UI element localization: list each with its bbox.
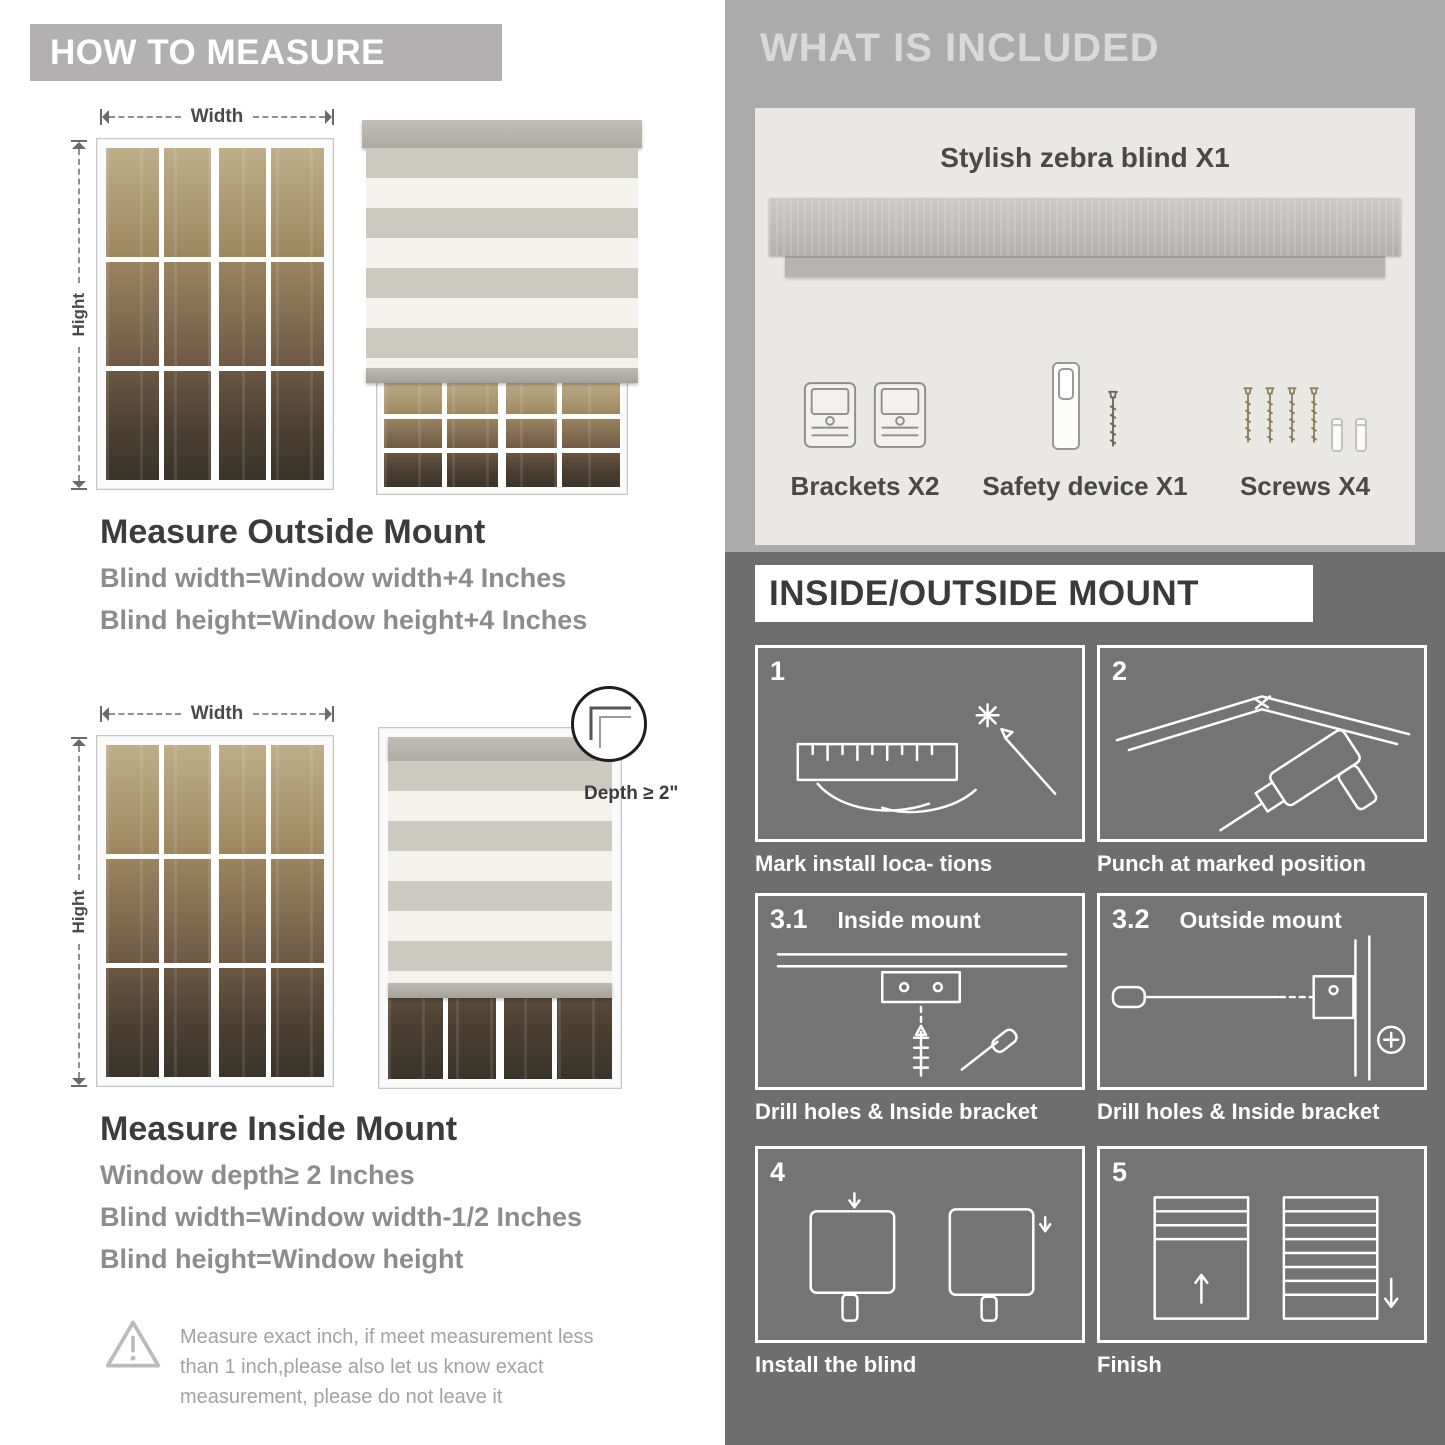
blind-bottom-rail: [388, 983, 612, 998]
mount-instructions-section: INSIDE/OUTSIDE MOUNT 1 Mark i: [725, 552, 1445, 1445]
arrow-down-icon: [72, 1078, 86, 1085]
step-title: Outside mount: [1179, 907, 1342, 933]
screw-icon: [1287, 387, 1297, 443]
screw-icon: [1243, 387, 1253, 443]
what-is-included-header: WHAT IS INCLUDED: [760, 26, 1160, 70]
included-item-screws: Screws X4: [1195, 326, 1415, 502]
arrow-end-tick: [332, 109, 334, 125]
step-number: 4: [770, 1157, 786, 1187]
height-label: Hight: [69, 890, 88, 934]
measure-inside-title: Measure Inside Mount: [100, 1110, 458, 1148]
width-label: Width: [190, 106, 244, 127]
screws-label: Screws X4: [1239, 471, 1371, 501]
arrow-up-icon: [72, 142, 86, 149]
bracket-icon: [803, 382, 857, 448]
how-to-measure-title: HOW TO MEASURE: [50, 32, 385, 72]
blind-headrail: [362, 120, 642, 148]
step-number: 5: [1112, 1157, 1128, 1187]
included-panel: Stylish zebra blind X1: [755, 108, 1415, 545]
window-illustration-outside: [96, 138, 334, 490]
arrow-up-icon: [72, 739, 86, 746]
step-1: 1 Mark install loca- tions: [755, 645, 1085, 877]
step-number: 1: [770, 656, 786, 686]
width-label: Width: [190, 703, 244, 724]
zebra-stripes: [388, 761, 612, 983]
arrow-end-tick: [100, 109, 102, 125]
outside-bracket-illustration: [1111, 935, 1406, 1081]
mark-location-illustration: [796, 703, 1057, 814]
outside-formula-height: Blind height=Window height+4 Inches: [100, 605, 588, 635]
arrow-left-icon: [102, 707, 109, 721]
measure-outside-title: Measure Outside Mount: [100, 513, 486, 551]
step-5: 5 Finish: [1097, 1146, 1427, 1378]
blind-illustration-inside: [378, 727, 622, 1089]
step-2: 2 Punch at marked position: [1097, 645, 1427, 877]
inside-formula-depth: Window depth≥ 2 Inches: [100, 1160, 415, 1190]
height-label: Hight: [69, 293, 88, 337]
how-to-measure-header: HOW TO MEASURE: [30, 24, 502, 81]
step-caption: Drill holes & Inside bracket: [755, 1099, 1038, 1124]
included-items: Brackets X2: [755, 326, 1415, 502]
install-blind-illustration: [809, 1192, 1052, 1322]
bracket-icon: [873, 382, 927, 448]
arrow-down-icon: [72, 481, 86, 488]
window-fragment: [376, 372, 628, 495]
arrow-left-icon: [102, 110, 109, 124]
screw-icon: [1108, 390, 1118, 447]
warning-icon: [105, 1320, 161, 1368]
screw-icon: [1265, 387, 1275, 443]
width-arrow-inside: Width: [100, 703, 334, 725]
zebra-blind-label: Stylish zebra blind X1: [940, 142, 1230, 173]
step-caption: Punch at marked position: [1097, 851, 1366, 876]
window-illustration-inside: [96, 735, 334, 1087]
screw-icon: [1309, 387, 1319, 443]
arrow-right-icon: [325, 707, 332, 721]
finish-illustration: [1153, 1196, 1399, 1320]
safety-device-label: Safety device X1: [982, 471, 1188, 501]
zebra-stripes: [366, 148, 638, 368]
outside-formula-width: Blind width=Window width+4 Inches: [100, 563, 567, 593]
width-arrow-outside: Width: [100, 106, 334, 128]
how-to-measure-section: HOW TO MEASURE Width Hight Measure Outsi…: [0, 0, 722, 1445]
step-caption: Mark install loca- tions: [755, 851, 993, 876]
step-number: 2: [1112, 656, 1128, 686]
window-panes: [106, 148, 324, 480]
step-number: 3.1: [770, 904, 808, 934]
inside-bracket-illustration: [776, 953, 1068, 1077]
measurement-note: Measure exact inch, if meet measurement …: [180, 1326, 594, 1408]
mount-header: INSIDE/OUTSIDE MOUNT: [755, 565, 1313, 622]
safety-device-icon: [1052, 362, 1080, 450]
blind-bottom-rail: [366, 368, 638, 383]
step-4: 4 Install the blind: [755, 1146, 1085, 1378]
step-caption: Install the blind: [755, 1352, 917, 1377]
inside-formula-width: Blind width=Window width-1/2 Inches: [100, 1202, 583, 1232]
right-column: WHAT IS INCLUDED Stylish zebra blind X1: [725, 0, 1445, 1445]
arrow-right-icon: [325, 110, 332, 124]
depth-callout-circle: [571, 686, 647, 762]
height-arrow-outside: Hight: [68, 140, 90, 490]
step-title: Inside mount: [837, 907, 981, 933]
anchor-icon: [1355, 418, 1367, 452]
depth-label: Depth ≥ 2": [584, 783, 679, 804]
zebra-blind-headrail-illustration: [769, 198, 1401, 256]
brackets-label: Brackets X2: [790, 471, 940, 501]
zebra-blind-headrail-lip: [785, 256, 1385, 277]
anchor-icon: [1331, 418, 1343, 452]
step-caption: Finish: [1097, 1352, 1162, 1377]
drill-illustration: [1115, 695, 1411, 832]
step-3-1: 3.1 Inside mount Dril: [755, 893, 1085, 1125]
step-3-2: 3.2 Outside mount Drill holes & I: [1097, 893, 1427, 1125]
step-number: 3.2: [1112, 904, 1150, 934]
included-item-brackets: Brackets X2: [755, 326, 975, 502]
inside-formula-height: Blind height=Window height: [100, 1244, 464, 1274]
window-corner-icon: [589, 706, 631, 748]
step-caption: Drill holes & Inside bracket: [1097, 1099, 1380, 1124]
included-item-safety-device: Safety device X1: [975, 326, 1195, 502]
height-arrow-inside: Hight: [68, 737, 90, 1087]
blind-illustration-outside: [362, 120, 642, 495]
what-is-included-section: WHAT IS INCLUDED Stylish zebra blind X1: [725, 0, 1445, 552]
